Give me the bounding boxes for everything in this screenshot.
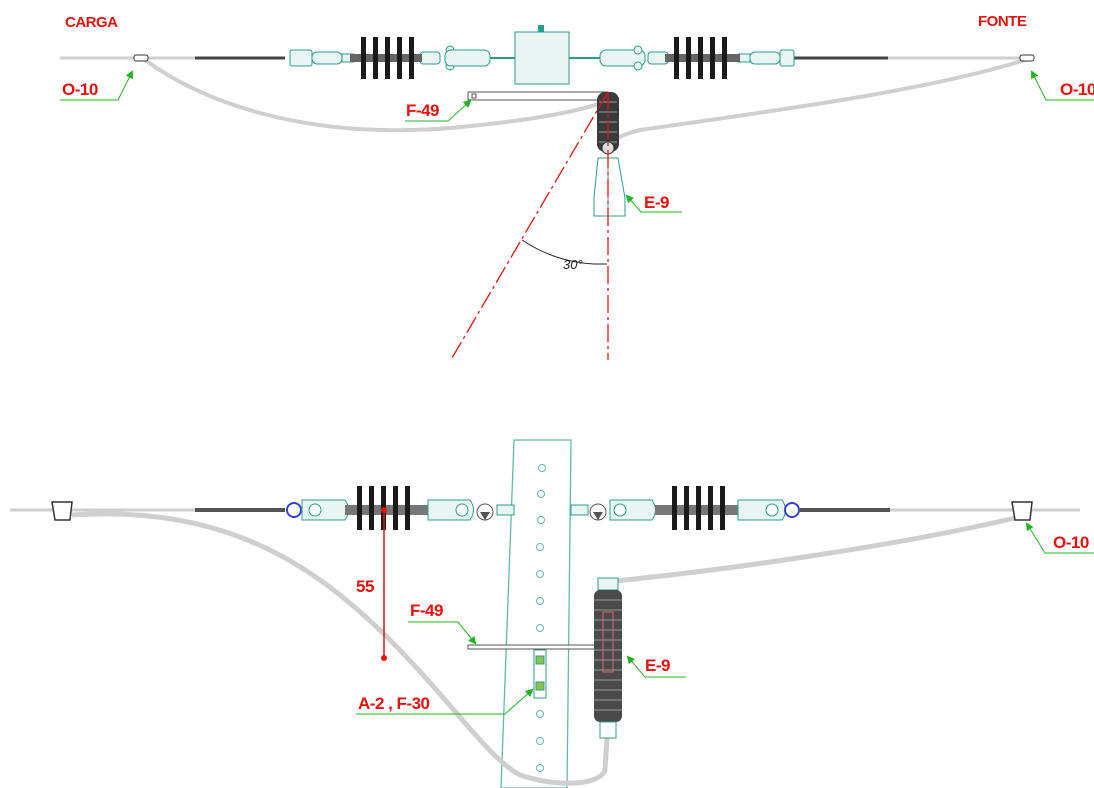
svg-text:O-10: O-10 bbox=[62, 80, 98, 99]
side-jumper-left bbox=[71, 511, 610, 786]
angle-label: 30° bbox=[563, 257, 583, 272]
callout-f49-side: F-49 bbox=[408, 601, 477, 645]
side-jumper-right bbox=[607, 515, 1016, 585]
carga-label: CARGA bbox=[65, 14, 118, 31]
right-dead-end-assembly bbox=[569, 45, 795, 71]
callout-a2-f30: A-2 , F-30 bbox=[356, 688, 534, 715]
svg-text:F-49: F-49 bbox=[406, 101, 439, 120]
side-terminal-left bbox=[51, 501, 73, 521]
axis-30-degree bbox=[451, 91, 609, 359]
callout-f49-top: F-49 bbox=[405, 99, 472, 122]
side-bracket bbox=[467, 644, 609, 650]
terminal-right bbox=[1019, 54, 1035, 62]
side-right-assembly bbox=[570, 486, 800, 530]
svg-text:E-9: E-9 bbox=[644, 193, 669, 212]
svg-text:E-9: E-9 bbox=[645, 656, 670, 675]
left-insulator bbox=[350, 37, 422, 79]
left-dead-end-assembly bbox=[289, 45, 515, 71]
svg-text:55: 55 bbox=[356, 577, 374, 596]
side-left-assembly bbox=[286, 486, 515, 530]
side-terminal-right bbox=[1011, 501, 1033, 521]
pole-top-box bbox=[514, 31, 570, 85]
callout-e9-top: E-9 bbox=[625, 193, 682, 213]
angle-arc bbox=[521, 239, 595, 265]
jumper-right bbox=[606, 58, 1026, 149]
side-surge-arrester bbox=[594, 577, 622, 739]
callout-o10-side-right: O-10 bbox=[1025, 522, 1094, 554]
terminal-left bbox=[133, 54, 149, 62]
surge-arrester-top bbox=[593, 92, 626, 217]
svg-text:O-10: O-10 bbox=[1053, 533, 1089, 552]
jumper-left bbox=[143, 58, 609, 133]
callout-o10-top-left: O-10 bbox=[60, 70, 133, 101]
svg-text:F-49: F-49 bbox=[410, 601, 443, 620]
svg-text:A-2 , F-30: A-2 , F-30 bbox=[358, 694, 430, 713]
pole bbox=[500, 439, 572, 788]
pole-top-nub bbox=[538, 25, 544, 32]
fonte-label: FONTE bbox=[978, 13, 1027, 30]
svg-text:O-10: O-10 bbox=[1060, 80, 1094, 99]
callout-o10-top-right: O-10 bbox=[1031, 70, 1094, 101]
right-insulator bbox=[665, 37, 740, 79]
bracket-top bbox=[467, 91, 609, 101]
callout-e9-side: E-9 bbox=[626, 655, 686, 678]
top-view: 30° CARGA FONTE O-10 O-10 F-49 E-9 bbox=[60, 13, 1094, 360]
dimension-55: 55 bbox=[356, 507, 387, 661]
side-view: 55 O-10 F-49 E-9 A-2 , F-30 bbox=[10, 439, 1094, 788]
